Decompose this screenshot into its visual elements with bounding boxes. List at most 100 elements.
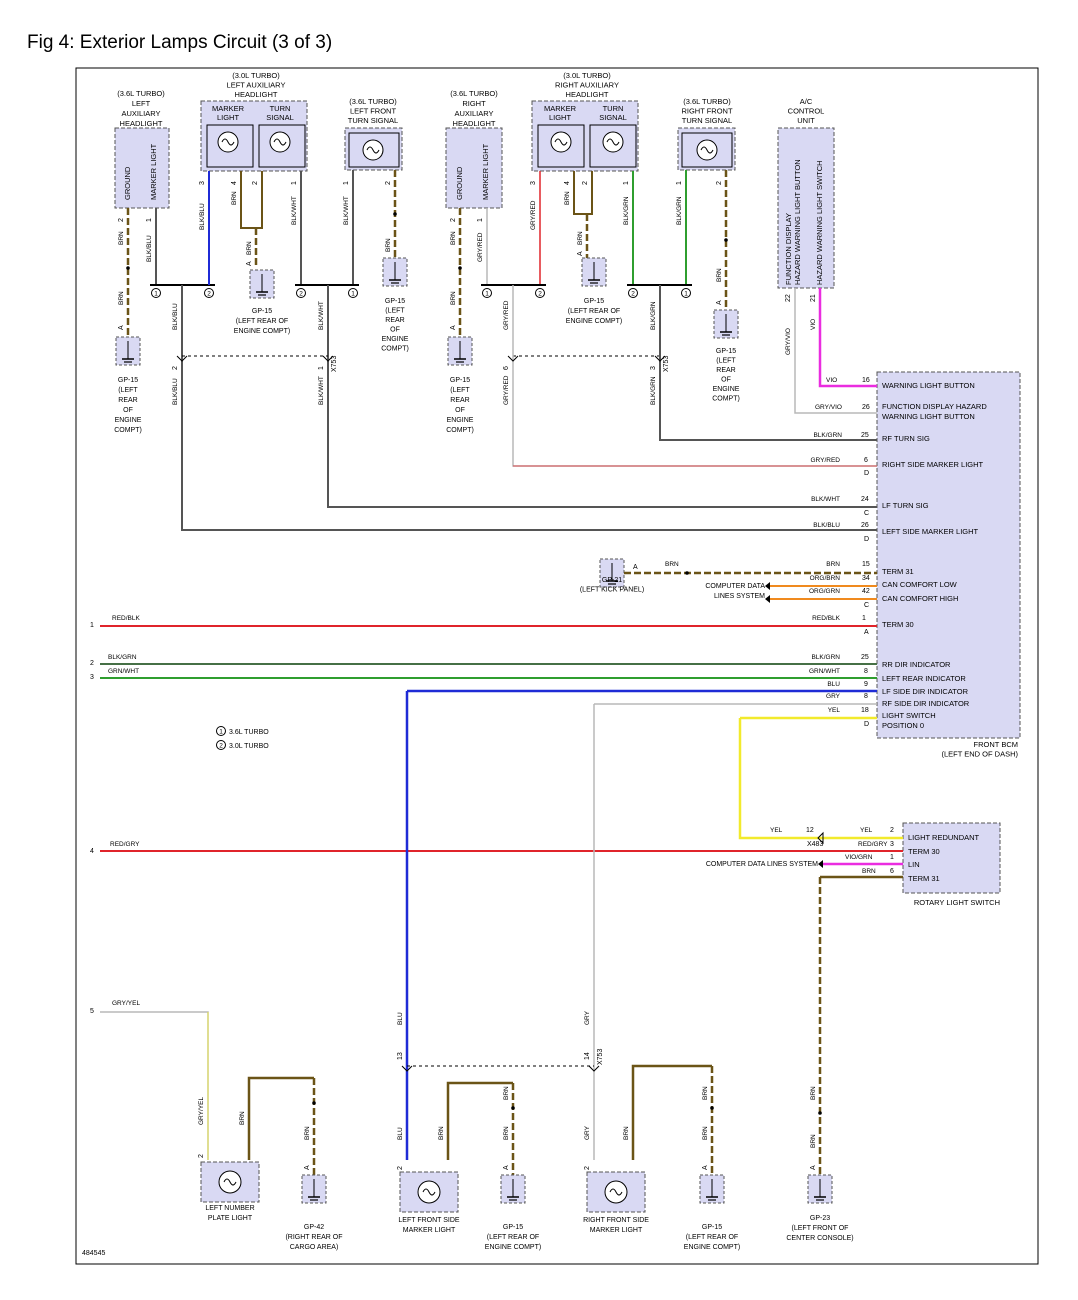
label: GRY/RED <box>503 300 510 330</box>
label: BRN <box>450 291 457 305</box>
bcm-pin-label: WARNING LIGHT BUTTON <box>882 381 975 390</box>
label: 26 <box>861 522 869 529</box>
label: GRY/RED <box>811 457 841 464</box>
blk-grn-run <box>659 285 877 441</box>
label: OF <box>123 407 133 414</box>
connector-dot <box>710 1106 714 1110</box>
label: BRN <box>702 1126 709 1140</box>
label: LEFT FRONT <box>350 107 397 116</box>
label: BRN <box>450 231 457 245</box>
label: GRY/RED <box>530 200 537 230</box>
label: (RIGHT REAR OF <box>285 1234 342 1241</box>
option-marker-number: 1 <box>219 729 223 736</box>
label: A <box>577 251 584 256</box>
label: GP-15 <box>450 377 470 384</box>
label: GRY/YEL <box>112 1000 140 1007</box>
label: (LEFT <box>118 387 138 394</box>
label: A <box>810 1165 817 1170</box>
option-marker-number: 2 <box>631 291 635 298</box>
label: GP-21 <box>602 577 622 584</box>
r-turn-frame <box>589 124 637 168</box>
label: BLK/BLU <box>146 235 153 262</box>
option-marker-icon <box>348 288 358 298</box>
connector-icon <box>817 831 824 845</box>
label: BLK/BLU <box>172 378 179 405</box>
label: GP-15 <box>503 1224 523 1231</box>
option-marker-number: 1 <box>351 291 355 298</box>
option-marker-icon <box>681 288 691 298</box>
label: RIGHT <box>462 99 486 108</box>
label: BRN <box>246 241 253 255</box>
blk-blu-run <box>181 285 877 531</box>
label: CONTROL <box>788 107 825 116</box>
label: D <box>864 470 869 477</box>
bcm-pin-label: LF TURN SIG <box>882 501 929 510</box>
label: GP-15 <box>584 298 604 305</box>
label: HEADLIGHT <box>566 90 609 99</box>
connector-dot <box>458 266 462 270</box>
label: (LEFT REAR OF <box>568 308 620 315</box>
label: ENGINE <box>447 417 474 424</box>
lamp-filament-icon <box>554 138 568 146</box>
bcm-pin-label: FUNCTION DISPLAY HAZARD <box>882 402 987 411</box>
label: HEADLIGHT <box>120 119 163 128</box>
label: BRN <box>577 231 584 245</box>
label: GRY/VIO <box>785 328 792 355</box>
option-marker-icon <box>216 740 226 750</box>
label: (3.6L TURBO) <box>683 97 731 106</box>
label: SIGNAL <box>266 113 294 122</box>
label: 25 <box>861 654 869 661</box>
label: BLK/GRN <box>650 301 657 330</box>
label: GRY/YEL <box>198 1097 205 1125</box>
label: A <box>716 300 723 305</box>
label: BRN <box>231 191 238 205</box>
label: 12 <box>806 827 814 834</box>
label: GRY <box>826 693 841 700</box>
label: 21 <box>810 294 817 302</box>
label: BLK/WHT <box>318 301 325 330</box>
label: BRN <box>810 1086 817 1100</box>
label: 8 <box>864 693 868 700</box>
label: BLK/GRN <box>813 432 842 439</box>
gry-vio-wire <box>794 288 877 414</box>
label: 42 <box>862 588 870 595</box>
label: TURN SIGNAL <box>682 116 732 125</box>
label: BLU <box>397 1127 404 1140</box>
label: 6 <box>503 366 510 370</box>
label: 3 <box>199 181 206 185</box>
connector-label: X753 <box>663 356 670 372</box>
r-marker-frame <box>537 124 585 168</box>
label: LEFT NUMBER <box>205 1205 254 1212</box>
option-marker-icon <box>151 288 161 298</box>
label: 2 <box>450 218 457 222</box>
rls-title: ROTARY LIGHT SWITCH <box>914 898 1000 907</box>
label: (3.0L TURBO) <box>563 71 611 80</box>
label: GRY/VIO <box>815 404 842 411</box>
label: TURN <box>603 104 624 113</box>
bcm-pin-label: RF SIDE DIR INDICATOR <box>882 699 970 708</box>
label: LINES SYSTEM <box>714 593 765 600</box>
label: 5 <box>90 1008 94 1015</box>
label: 1 <box>676 181 683 185</box>
legend-item: 3.6L TURBO <box>229 729 269 736</box>
ac-control-unit-box <box>777 127 835 289</box>
label: COMPT) <box>712 396 740 403</box>
lamp-filament-icon <box>422 1188 436 1196</box>
legend-item: 3.0L TURBO <box>229 743 269 750</box>
connector-dot <box>126 266 130 270</box>
left-aux-headlight-30-box <box>200 100 308 172</box>
label: BRN <box>623 1126 630 1140</box>
label: TURN SIGNAL <box>348 116 398 125</box>
label: RIGHT FRONT <box>681 107 733 116</box>
label: BRN <box>665 561 679 568</box>
label: 2 <box>890 827 894 834</box>
label: BLK/WHT <box>291 196 298 225</box>
label: 9 <box>864 681 868 688</box>
label: 6 <box>890 868 894 875</box>
brn-rfsm-wire <box>631 1064 712 1160</box>
label: OF <box>455 407 465 414</box>
label: BRN <box>716 268 723 282</box>
label: 2 <box>252 181 259 185</box>
connector-label: X483 <box>807 841 823 848</box>
label: A <box>304 1165 311 1170</box>
